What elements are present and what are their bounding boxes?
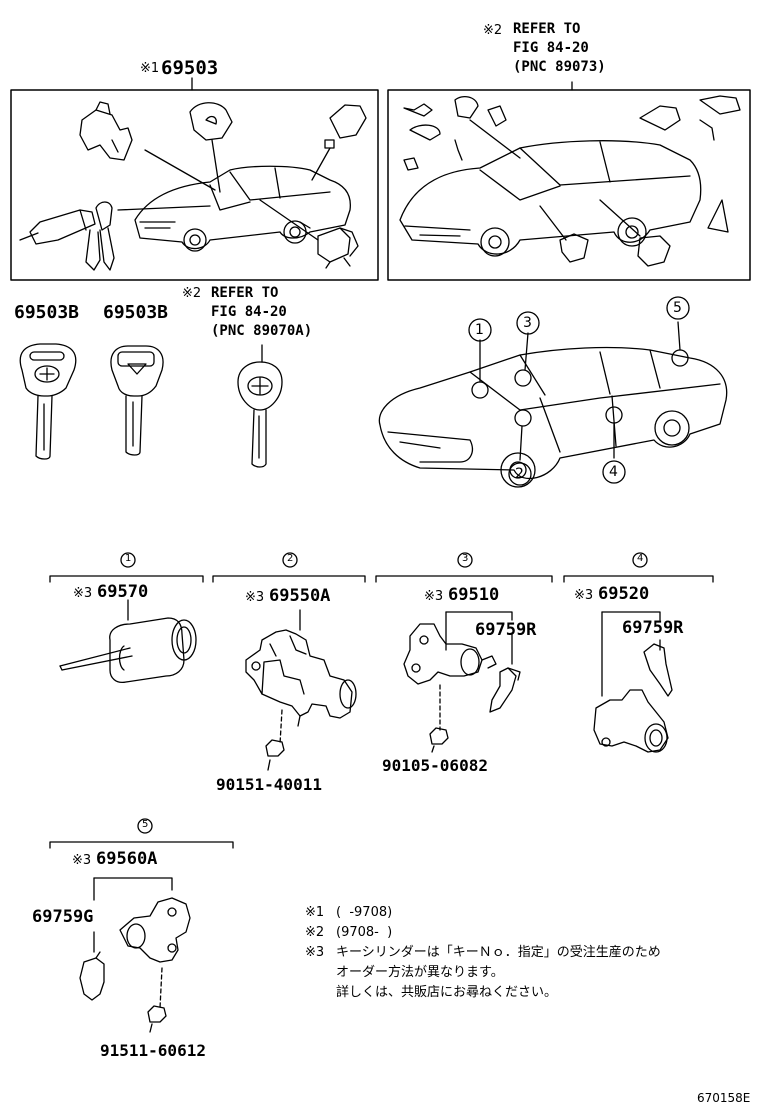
key-part-number[interactable]: 69503B bbox=[103, 302, 169, 323]
location-label-4: 4 bbox=[609, 464, 618, 480]
note-mark: ※2 bbox=[182, 286, 202, 301]
note-3-mark: ※3 bbox=[305, 945, 325, 960]
note-mark: ※3 bbox=[424, 589, 444, 604]
note-1-mark: ※1 bbox=[305, 905, 325, 920]
sub-part-number[interactable]: 69759R bbox=[475, 620, 537, 640]
location-circle-5 bbox=[666, 296, 690, 320]
part-number[interactable]: 69550A bbox=[269, 586, 331, 606]
note-mark: ※3 bbox=[245, 590, 265, 605]
keys-drawing bbox=[19, 343, 283, 468]
reference-link[interactable]: (PNC 89070A) bbox=[211, 323, 313, 339]
key-part-number[interactable]: 69503B bbox=[14, 302, 80, 323]
note-mark: ※3 bbox=[574, 588, 594, 603]
group-number: 2 bbox=[287, 553, 294, 564]
note-mark: ※3 bbox=[73, 586, 93, 601]
location-label-1: 1 bbox=[475, 322, 484, 338]
note-2-text: (9708- ) bbox=[336, 925, 393, 940]
location-car-drawing bbox=[378, 296, 728, 488]
group-number: 5 bbox=[142, 819, 149, 830]
group-4-drawing bbox=[593, 611, 673, 753]
location-label-2: 2 bbox=[515, 466, 524, 482]
note-3-line-3: 詳しくは、共販店にお尋ねください。 bbox=[336, 985, 558, 1000]
group-5-drawing bbox=[79, 877, 191, 1033]
part-number[interactable]: 69570 bbox=[97, 582, 149, 602]
group-number: 3 bbox=[462, 553, 469, 564]
note-2-mark: ※2 bbox=[305, 925, 325, 940]
location-circle-1 bbox=[468, 318, 492, 342]
group-1-drawing bbox=[59, 599, 197, 684]
part-number[interactable]: 69520 bbox=[598, 584, 650, 604]
part-number[interactable]: 69510 bbox=[448, 585, 500, 605]
reference-line: REFER TO bbox=[211, 285, 279, 301]
reference-line: FIG 84-20 bbox=[211, 304, 287, 320]
reference-line: FIG 84-20 bbox=[513, 40, 589, 56]
bolt-part-number[interactable]: 90151-40011 bbox=[216, 775, 322, 794]
location-circle-3 bbox=[516, 311, 540, 335]
figure-code: 670158E bbox=[697, 1091, 751, 1105]
reference-line: REFER TO bbox=[513, 21, 581, 37]
location-circle-4 bbox=[602, 460, 626, 484]
group-brackets bbox=[49, 552, 714, 849]
sub-part-number[interactable]: 69759R bbox=[622, 618, 684, 638]
note-1-text: ( -9708) bbox=[336, 905, 393, 920]
location-label-3: 3 bbox=[523, 315, 532, 331]
note-3-line-2: オーダー方法が異なります。 bbox=[336, 965, 504, 980]
location-label-5: 5 bbox=[673, 300, 682, 316]
location-circle-2 bbox=[508, 462, 532, 486]
bolt-part-number[interactable]: 90105-06082 bbox=[382, 756, 488, 775]
reference-link[interactable]: (PNC 89073) bbox=[513, 59, 606, 75]
note-3-line-1: キーシリンダーは「キーＮｏ．指定」の受注生産のため bbox=[336, 945, 661, 960]
group-3-drawing bbox=[403, 611, 521, 753]
note-mark: ※2 bbox=[483, 23, 503, 38]
part-number[interactable]: 69503 bbox=[161, 57, 219, 79]
part-number[interactable]: 69560A bbox=[96, 849, 158, 869]
group-2-drawing bbox=[245, 609, 357, 771]
note-mark: ※3 bbox=[72, 853, 92, 868]
sub-part-number[interactable]: 69759G bbox=[32, 907, 94, 927]
top-left-panel bbox=[10, 77, 379, 281]
bolt-part-number[interactable]: 91511-60612 bbox=[100, 1041, 206, 1060]
top-right-panel bbox=[387, 81, 751, 281]
note-mark: ※1 bbox=[140, 61, 160, 76]
group-number: 4 bbox=[637, 553, 644, 564]
group-number: 1 bbox=[125, 553, 132, 564]
